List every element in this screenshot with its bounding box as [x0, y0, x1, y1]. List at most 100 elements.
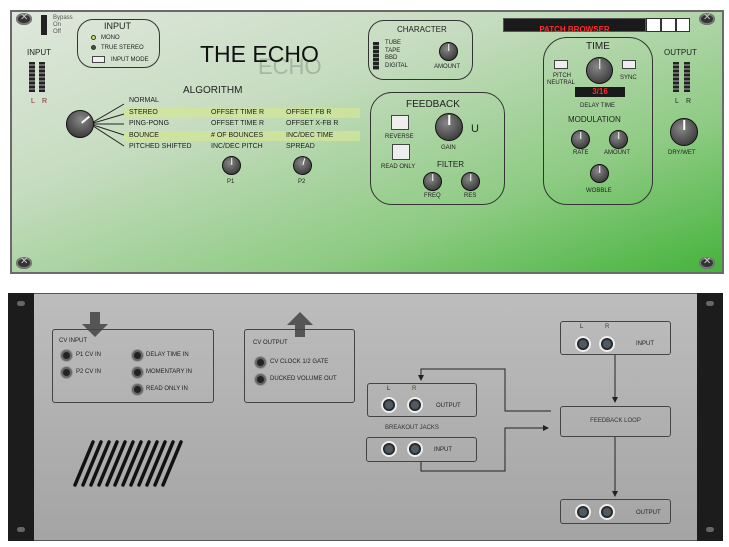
patch-prev-button[interactable] — [646, 18, 661, 32]
audio-output-label: OUTPUT — [636, 510, 661, 516]
audio-output-right-jack[interactable] — [599, 504, 615, 520]
cv-clock-gate-jack[interactable] — [255, 357, 266, 368]
rack-rail-left — [8, 293, 34, 541]
input-mode-label: INPUT MODE — [111, 57, 149, 63]
pitch-neutral-label-2: NEUTRAL — [547, 80, 576, 86]
dry-wet-knob[interactable] — [670, 118, 698, 146]
wobble-knob[interactable] — [590, 164, 609, 183]
algorithm-pointer-lines — [90, 103, 125, 147]
breakout-output-l: L — [387, 386, 391, 392]
breakout-output-section — [367, 383, 477, 417]
breakout-input-left-jack[interactable] — [381, 441, 397, 457]
rack-rail-right — [697, 293, 723, 541]
input-meter-title: INPUT — [27, 48, 51, 57]
input-meter-left — [29, 62, 35, 92]
algorithm-p2-desc: OFFSET X-FB R — [286, 120, 339, 127]
mod-amount-label: AMOUNT — [604, 150, 630, 156]
pitch-neutral-button[interactable] — [554, 60, 568, 69]
read-only-button[interactable] — [392, 144, 410, 160]
character-section — [368, 20, 473, 80]
time-title: TIME — [586, 41, 610, 52]
patch-save-button[interactable] — [676, 18, 690, 32]
output-meter-r: R — [686, 98, 692, 105]
unity-label: U — [471, 123, 479, 135]
res-label: RES — [464, 193, 477, 199]
algorithm-p2-desc: INC/DEC TIME — [286, 132, 334, 139]
delay-time-value: 3/16 — [592, 87, 608, 96]
breakout-output-r: R — [412, 386, 417, 392]
cv-input-arrow-icon — [82, 312, 108, 337]
algorithm-row-pitched-shifted[interactable]: PITCHED SHIFTED — [129, 143, 192, 150]
patch-next-button[interactable] — [661, 18, 676, 32]
feedback-loop-box: FEEDBACK LOOP — [560, 406, 671, 437]
p2-cv-in-jack[interactable] — [61, 367, 72, 378]
breakout-output-left-jack[interactable] — [381, 397, 397, 413]
bypass-label: Bypass — [53, 15, 73, 21]
breakout-input-label: INPUT — [434, 447, 452, 453]
p1-knob[interactable] — [222, 156, 241, 175]
sync-label: SYNC — [620, 75, 637, 81]
sync-button[interactable] — [622, 60, 636, 69]
p2-label: P2 — [298, 179, 306, 185]
delay-time-knob[interactable] — [586, 57, 613, 84]
audio-input-left-jack[interactable] — [575, 336, 591, 352]
gain-label: GAIN — [441, 145, 456, 151]
feedback-gain-knob[interactable] — [435, 113, 463, 141]
screw-icon — [16, 12, 32, 25]
screw-icon — [699, 256, 715, 269]
ducked-volume-out-jack[interactable] — [255, 374, 266, 385]
breakout-input-right-jack[interactable] — [407, 441, 423, 457]
breakout-jacks-title: BREAKOUT JACKS — [385, 425, 439, 431]
character-title: CHARACTER — [397, 25, 447, 34]
momentary-in-jack[interactable] — [132, 367, 143, 378]
device-title-ghost: ECHO — [258, 54, 322, 79]
bypass-switch[interactable] — [41, 15, 47, 35]
algorithm-row-ping-pong[interactable]: PING-PONG — [129, 120, 170, 127]
character-option: BBD — [385, 55, 398, 61]
mono-label: MONO — [101, 35, 120, 41]
filter-freq-knob[interactable] — [423, 172, 442, 191]
jack-label: DUCKED VOLUME OUT — [270, 376, 337, 382]
mod-amount-knob[interactable] — [609, 130, 628, 149]
audio-input-label: INPUT — [636, 341, 654, 347]
true-stereo-led-icon — [91, 45, 96, 50]
breakout-output-right-jack[interactable] — [407, 397, 423, 413]
cv-input-title: CV INPUT — [59, 338, 88, 344]
output-meter-l: L — [675, 98, 679, 105]
algorithm-p1-desc: OFFSET TIME R — [211, 120, 265, 127]
filter-res-knob[interactable] — [461, 172, 480, 191]
audio-output-left-jack[interactable] — [575, 504, 591, 520]
patch-browser[interactable]: PATCH BROWSER — [503, 18, 646, 34]
jack-label: DELAY TIME IN — [146, 352, 189, 358]
rate-label: RATE — [573, 150, 589, 156]
p1-cv-in-jack[interactable] — [61, 350, 72, 361]
algorithm-p2-desc: OFFSET FB R — [286, 109, 332, 116]
character-switch[interactable] — [373, 42, 379, 70]
output-meter-left — [673, 62, 679, 92]
character-amount-knob[interactable] — [439, 42, 458, 61]
feedback-title: FEEDBACK — [406, 99, 460, 110]
audio-input-right-jack[interactable] — [599, 336, 615, 352]
algorithm-row-bounce[interactable]: BOUNCE — [129, 132, 159, 139]
jack-label: CV CLOCK 1/2 GATE — [270, 359, 329, 365]
delay-time-in-jack[interactable] — [132, 350, 143, 361]
jack-label: P1 CV IN — [76, 352, 102, 358]
reverse-button[interactable] — [391, 115, 409, 130]
algorithm-p1-desc: INC/DEC PITCH — [211, 143, 263, 150]
audio-output-section — [560, 499, 671, 524]
input-mode-button[interactable] — [92, 56, 105, 63]
algorithm-row-normal[interactable]: NORMAL — [129, 97, 159, 104]
audio-input-l: L — [580, 324, 584, 330]
read-only-in-jack[interactable] — [132, 384, 143, 395]
jack-label: MOMENTARY IN — [146, 369, 193, 375]
true-stereo-label: TRUE STEREO — [101, 45, 144, 51]
input-meter-l: L — [31, 98, 35, 105]
algorithm-row-stereo[interactable]: STEREO — [129, 109, 158, 116]
character-option: TAPE — [385, 48, 401, 54]
mod-rate-knob[interactable] — [571, 130, 590, 149]
front-panel — [10, 10, 724, 274]
row-highlight — [123, 131, 360, 141]
input-mode-section — [77, 19, 160, 68]
freq-label: FREQ — [424, 193, 441, 199]
